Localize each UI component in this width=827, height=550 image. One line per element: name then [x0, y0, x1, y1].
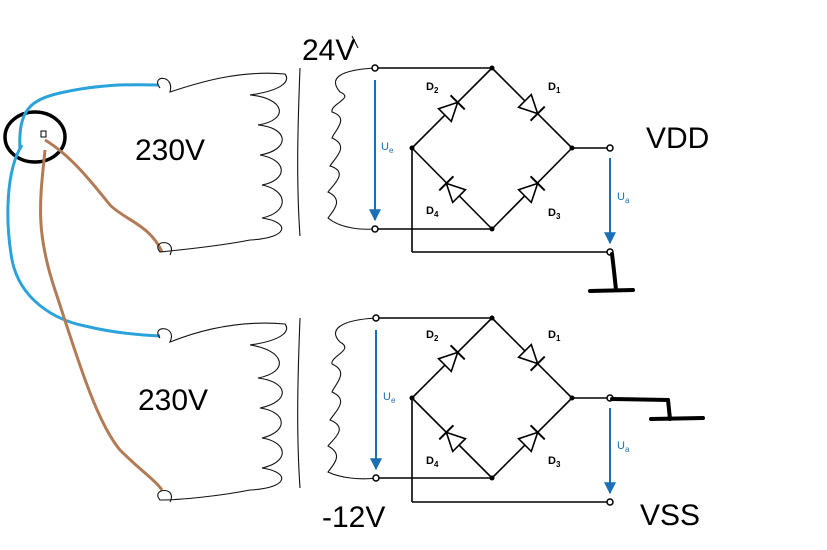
wall-socket-icon — [3, 110, 67, 164]
blue-wire-top — [18, 83, 159, 151]
label-ue: Ue — [381, 141, 394, 155]
label-ua: Ua — [617, 191, 630, 205]
transformer-2-core — [297, 317, 301, 489]
label-d4: D4 — [426, 455, 439, 469]
bridge-rectifier-2: D2 D1 D4 D3 Ue Ua — [370, 314, 630, 506]
label-d1: D1 — [548, 329, 561, 343]
transformer-coil-icon — [157, 72, 288, 256]
label-vdd: VDD — [646, 122, 709, 155]
label-d1: D1 — [548, 81, 561, 95]
label-d2: D2 — [426, 81, 439, 95]
transformer-coil-icon — [157, 322, 288, 503]
transformer-coil-icon — [327, 317, 377, 480]
label-primary-1: 230V — [135, 134, 205, 167]
label-secondary-2: -12V — [322, 501, 385, 534]
label-secondary-1: 24V — [302, 34, 355, 67]
diode-icon — [517, 175, 546, 204]
transformer-1-core — [297, 67, 301, 237]
diode-icon — [438, 175, 467, 204]
transformer-coil-icon — [327, 67, 376, 230]
diode-icon — [517, 343, 546, 372]
diode-icon — [437, 94, 466, 123]
label-d3: D3 — [548, 455, 561, 469]
diode-icon — [437, 344, 466, 373]
label-d2: D2 — [426, 329, 439, 343]
label-d3: D3 — [548, 207, 561, 221]
label-primary-2: 230V — [138, 384, 208, 417]
transformer-1 — [157, 35, 376, 256]
label-ue: Ue — [383, 391, 396, 405]
brown-wire-bottom — [39, 149, 164, 491]
diode-icon — [517, 93, 546, 122]
ground-icon — [588, 252, 635, 293]
transformer-2 — [157, 317, 377, 503]
label-d4: D4 — [426, 205, 439, 219]
core-tick — [351, 35, 359, 49]
label-vss: VSS — [640, 499, 700, 532]
ground-icon — [610, 397, 705, 421]
brown-wire-top — [44, 138, 164, 253]
mains-wires — [6, 83, 164, 491]
diode-icon — [438, 424, 467, 453]
blue-wire-bottom — [6, 144, 161, 338]
bridge-rectifier-1: D2 D1 D4 D3 Ue Ua — [369, 64, 630, 256]
diode-icon — [517, 424, 546, 453]
label-ua: Ua — [617, 440, 630, 454]
